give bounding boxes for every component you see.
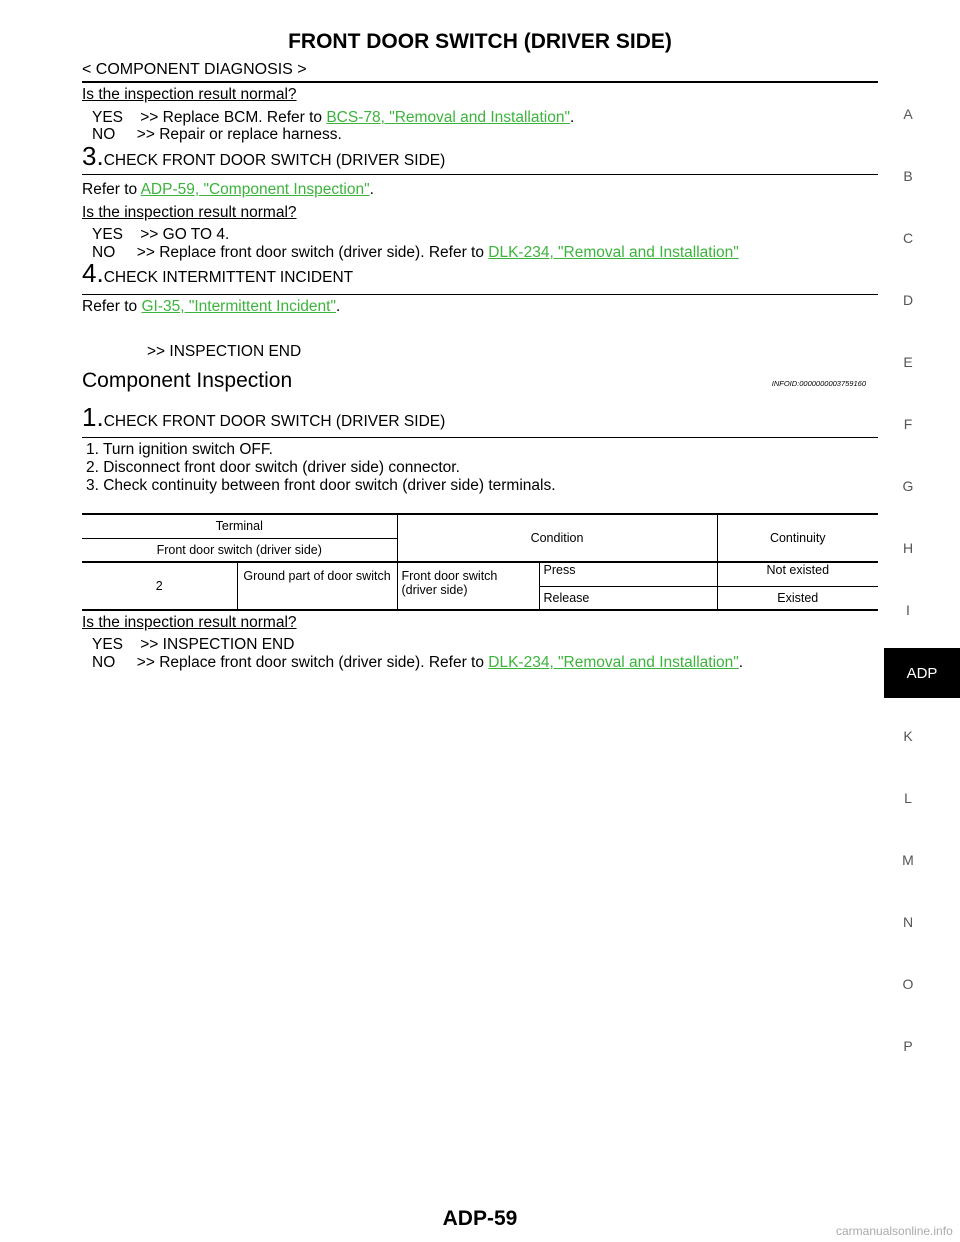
result-question: Is the inspection result normal? — [82, 204, 297, 221]
yes-line: YES >> Replace BCM. Refer to BCS-78, "Re… — [92, 109, 574, 127]
inspection-end: >> INSPECTION END — [147, 343, 302, 360]
bcs-78-link[interactable]: BCS-78, "Removal and Installation" — [326, 109, 570, 126]
page-title: FRONT DOOR SWITCH (DRIVER SIDE) — [288, 30, 672, 53]
page-number: ADP-59 — [442, 1207, 518, 1230]
index-c[interactable]: C — [902, 230, 914, 246]
index-l[interactable]: L — [904, 790, 912, 806]
yes-line: YES >> GO TO 4. — [92, 226, 230, 243]
no-line: NO >> Replace front door switch (driver … — [92, 244, 739, 262]
no-text: NO >> Replace front door switch (driver … — [92, 654, 489, 671]
watermark: carmanualsonline.info — [836, 1224, 953, 1238]
no-line: NO >> Repair or replace harness. — [92, 126, 342, 143]
continuity-cell: Existed — [716, 586, 878, 611]
step-number: 3. — [82, 141, 104, 171]
step-3-heading: 3.CHECK FRONT DOOR SWITCH (DRIVER SIDE) — [82, 141, 445, 172]
index-h[interactable]: H — [902, 540, 914, 556]
index-k[interactable]: K — [903, 728, 913, 744]
result-question: Is the inspection result normal? — [82, 614, 297, 631]
index-o[interactable]: O — [902, 976, 914, 992]
step-4-refer: Refer to GI-35, "Intermittent Incident". — [82, 298, 340, 316]
index-b[interactable]: B — [903, 168, 913, 184]
step-number: 1. — [82, 402, 104, 432]
breadcrumb: < COMPONENT DIAGNOSIS > — [82, 61, 307, 78]
no-text: NO >> Replace front door switch (driver … — [92, 244, 489, 261]
component-cell: Front door switch (driver side) — [396, 562, 539, 611]
adp-59-link[interactable]: ADP-59, "Component Inspection" — [140, 181, 370, 198]
step-4-heading: 4.CHECK INTERMITTENT INCIDENT — [82, 258, 353, 289]
index-p[interactable]: P — [903, 1038, 913, 1054]
period: . — [569, 109, 575, 126]
step-title: CHECK FRONT DOOR SWITCH (DRIVER SIDE) — [103, 413, 446, 430]
index-i[interactable]: I — [906, 602, 910, 618]
list-item: 2. Disconnect front door switch (driver … — [86, 459, 460, 476]
info-id: INFOID:0000000003759160 — [771, 379, 866, 388]
yes-line: YES >> INSPECTION END — [92, 636, 295, 653]
result-question: Is the inspection result normal? — [82, 86, 297, 103]
no-line: NO >> Replace front door switch (driver … — [92, 654, 743, 672]
dlk-234-link[interactable]: DLK-234, "Removal and Installation" — [488, 654, 739, 671]
continuity-table: Terminal Condition Continuity Front door… — [82, 513, 878, 611]
index-d[interactable]: D — [902, 292, 914, 308]
list-item: 3. Check continuity between front door s… — [86, 477, 556, 494]
step-title: CHECK INTERMITTENT INCIDENT — [103, 269, 354, 286]
condition-cell: Press — [538, 562, 717, 587]
section-heading: Component Inspection — [82, 369, 293, 392]
index-adp-tab[interactable]: ADP — [884, 648, 960, 698]
condition-header: Condition — [396, 513, 717, 563]
terminal-header: Terminal — [82, 513, 397, 538]
period: . — [335, 298, 341, 315]
continuity-header: Continuity — [716, 513, 878, 563]
step-3-rule — [82, 174, 878, 175]
step-3-refer: Refer to ADP-59, "Component Inspection". — [82, 181, 374, 199]
period: . — [369, 181, 374, 198]
step-1-heading: 1.CHECK FRONT DOOR SWITCH (DRIVER SIDE) — [82, 402, 445, 433]
index-a[interactable]: A — [903, 106, 913, 122]
terminal-subheader: Front door switch (driver side) — [82, 537, 397, 563]
index-m[interactable]: M — [902, 852, 914, 868]
refer-text: Refer to — [82, 181, 141, 198]
refer-text: Refer to — [82, 298, 142, 315]
yes-text: YES >> Replace BCM. Refer to — [92, 109, 327, 126]
dlk-234-link[interactable]: DLK-234, "Removal and Installation" — [488, 244, 739, 261]
condition-cell: Release — [538, 586, 717, 611]
step-1-rule — [82, 437, 878, 438]
step-number: 4. — [82, 258, 104, 288]
continuity-cell: Not existed — [716, 562, 878, 587]
header-rule — [82, 81, 878, 83]
gi-35-link[interactable]: GI-35, "Intermittent Incident" — [141, 298, 336, 315]
list-item: 1. Turn ignition switch OFF. — [86, 441, 273, 458]
step-title: CHECK FRONT DOOR SWITCH (DRIVER SIDE) — [103, 152, 446, 169]
step-4-rule — [82, 294, 878, 295]
index-n[interactable]: N — [902, 914, 914, 930]
period: . — [738, 654, 744, 671]
ground-cell: Ground part of door switch — [236, 562, 397, 611]
index-g[interactable]: G — [902, 478, 914, 494]
index-f[interactable]: F — [903, 416, 913, 432]
index-e[interactable]: E — [903, 354, 913, 370]
terminal-number: 2 — [82, 562, 237, 611]
